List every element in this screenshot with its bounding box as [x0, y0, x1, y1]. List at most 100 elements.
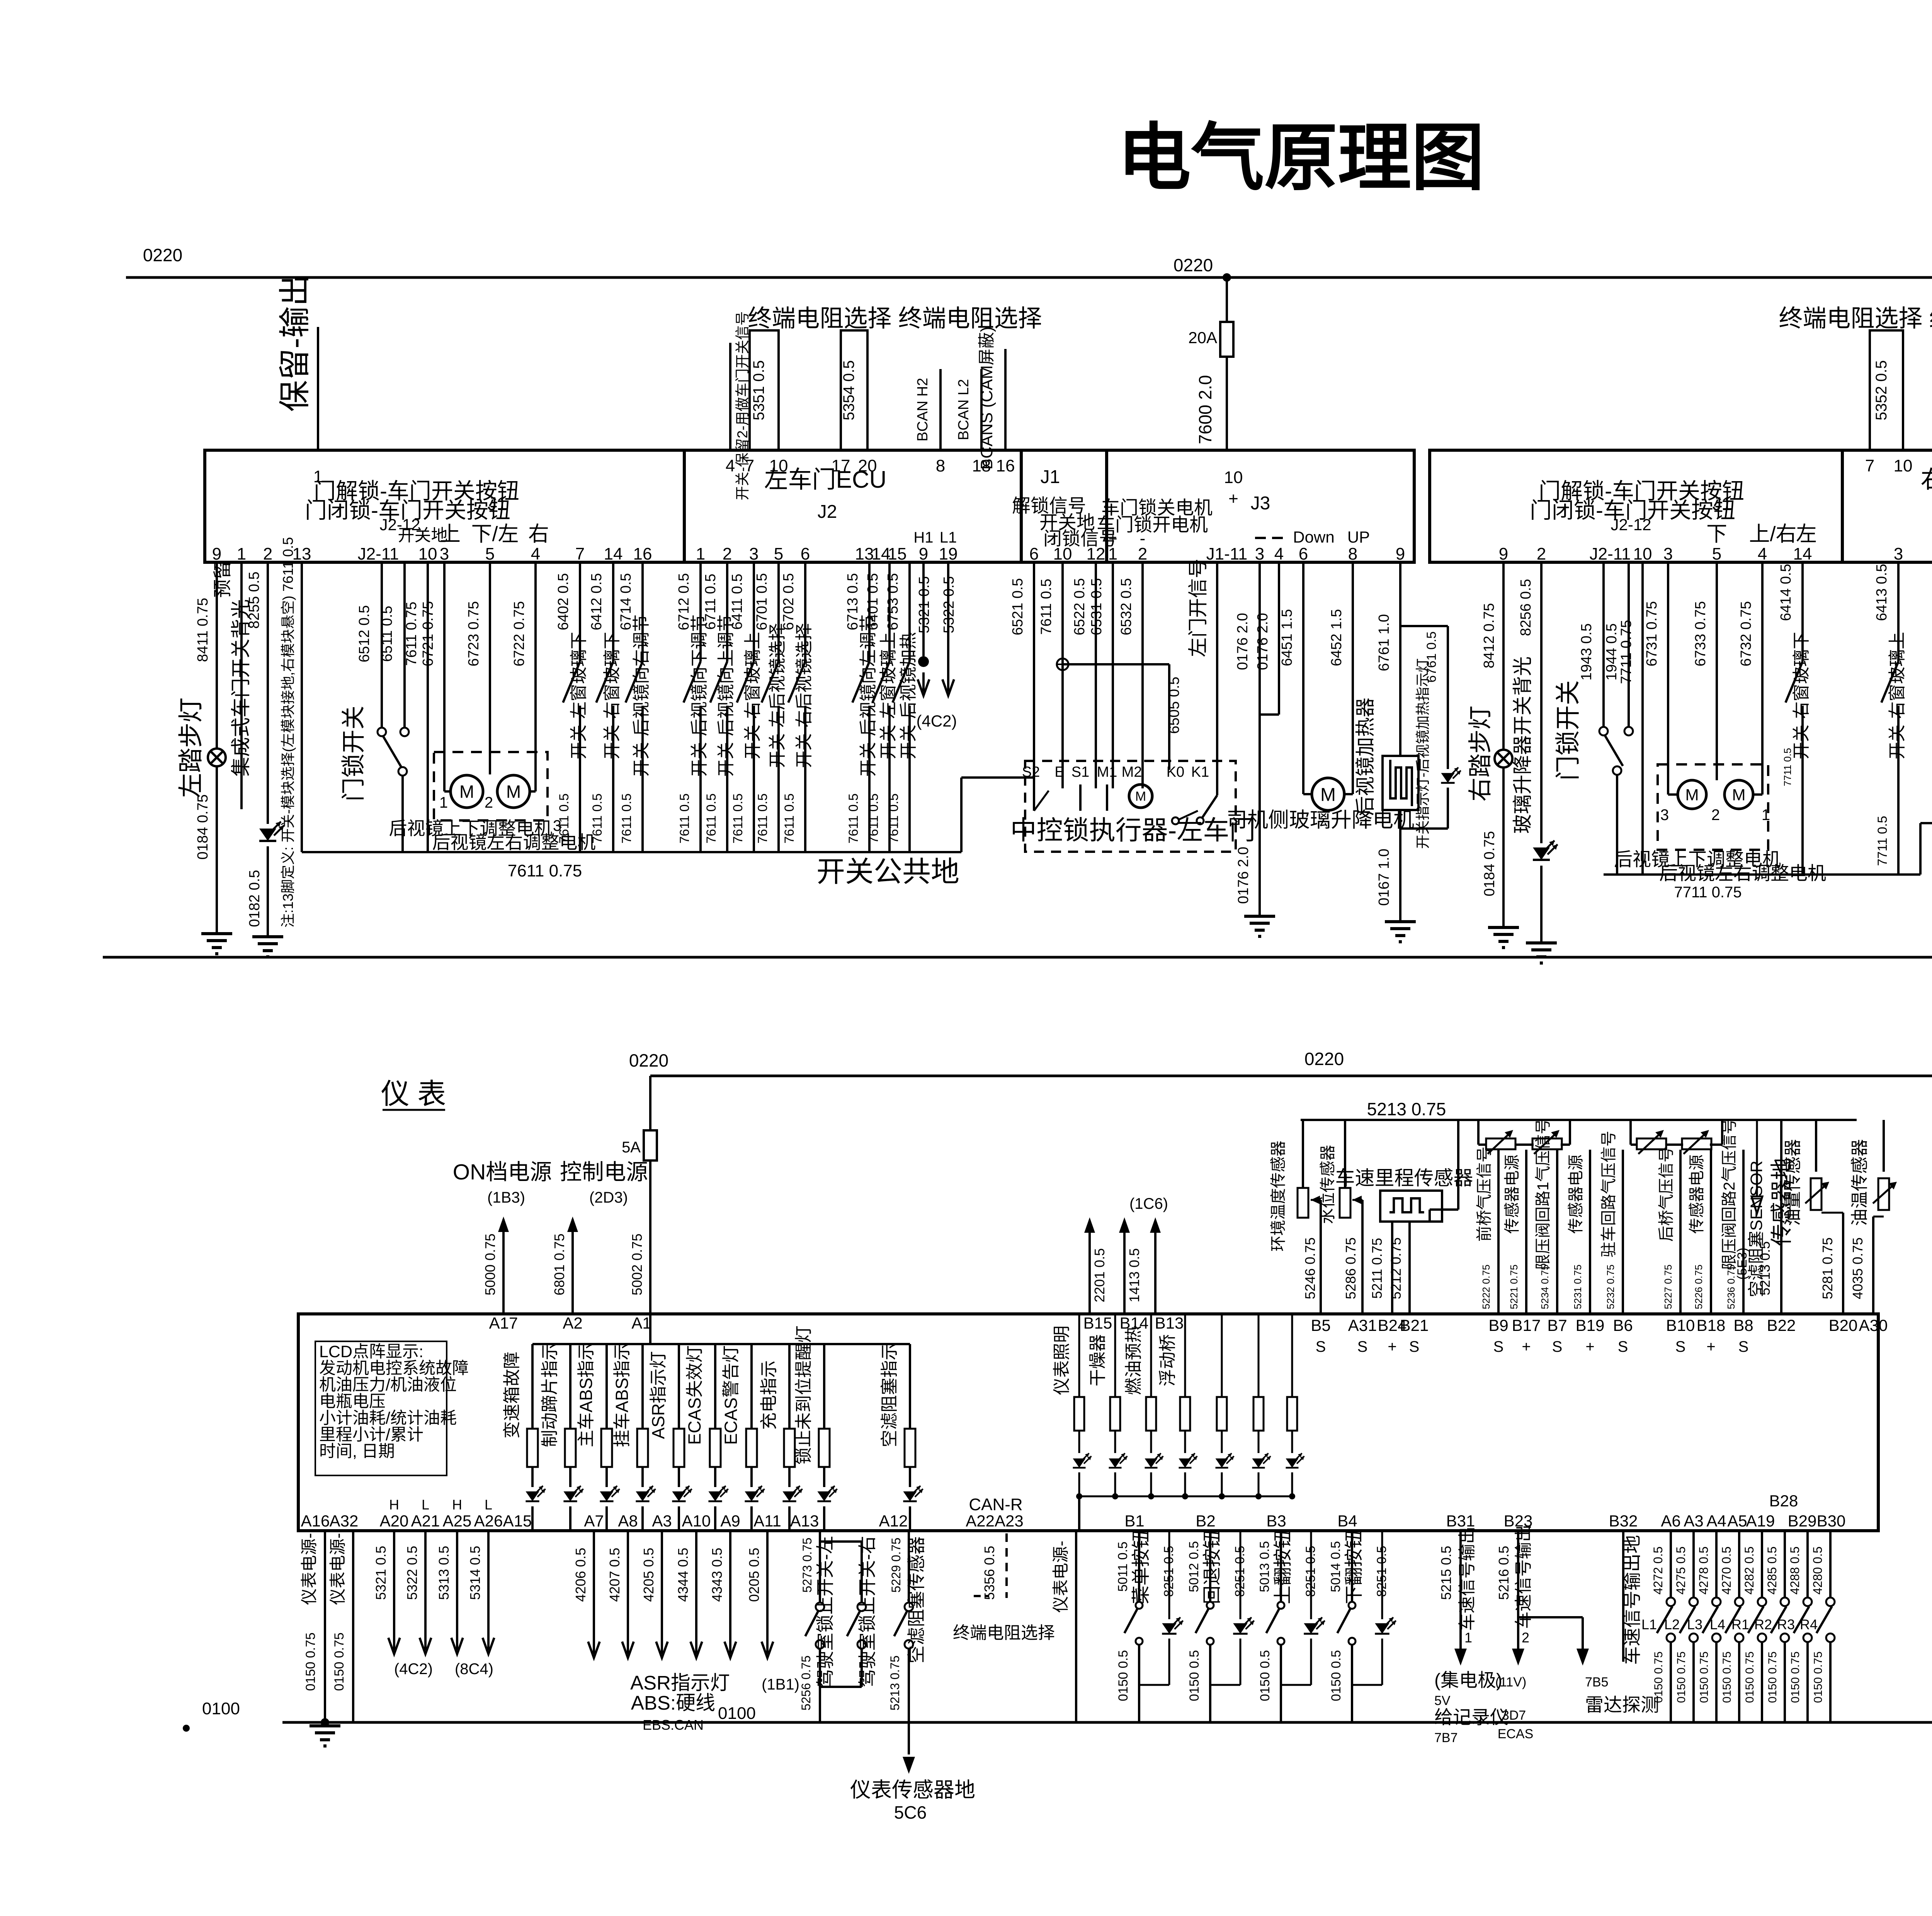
svg-text:后视镜上下调整电机: 后视镜上下调整电机 — [389, 818, 553, 839]
svg-text:前桥气压信号: 前桥气压信号 — [1475, 1147, 1493, 1242]
svg-text:车速信号输出: 车速信号输出 — [1514, 1525, 1533, 1629]
svg-text:7611 0.75: 7611 0.75 — [508, 861, 582, 880]
svg-text:后视镜左右调整电机: 后视镜左右调整电机 — [432, 832, 596, 853]
svg-text:J3: J3 — [1251, 493, 1270, 514]
svg-text:开关-后视镜向下调节: 开关-后视镜向下调节 — [689, 614, 709, 777]
svg-text:E: E — [1054, 764, 1064, 780]
svg-text:2: 2 — [723, 545, 732, 563]
svg-text:下: 下 — [1706, 522, 1727, 546]
svg-text:2201 0.5: 2201 0.5 — [1092, 1248, 1107, 1302]
svg-text:1: 1 — [439, 794, 448, 811]
svg-text:5321 0.5: 5321 0.5 — [916, 576, 932, 633]
svg-text:S: S — [1409, 1338, 1420, 1355]
svg-text:J2-11: J2-11 — [1590, 545, 1631, 563]
svg-text:5246 0.75: 5246 0.75 — [1302, 1237, 1318, 1299]
svg-text:5226 0.75: 5226 0.75 — [1693, 1264, 1704, 1309]
svg-text:4288 0.5: 4288 0.5 — [1788, 1547, 1802, 1595]
svg-text:15: 15 — [888, 545, 907, 563]
svg-text:5211 0.75: 5211 0.75 — [1369, 1238, 1385, 1298]
svg-text:5232 0.75: 5232 0.75 — [1605, 1264, 1616, 1309]
svg-text:A15: A15 — [503, 1512, 532, 1530]
svg-text:1943 0.5: 1943 0.5 — [1578, 623, 1595, 681]
svg-text:后桥气压信号: 后桥气压信号 — [1657, 1147, 1675, 1242]
svg-text:(2D3): (2D3) — [589, 1189, 628, 1206]
svg-text:1: 1 — [1762, 807, 1770, 824]
svg-text:0176 2.0: 0176 2.0 — [1255, 613, 1271, 670]
svg-text:6722 0.75: 6722 0.75 — [511, 601, 527, 666]
svg-text:开关公共地: 开关公共地 — [816, 856, 959, 888]
svg-text:4344 0.5: 4344 0.5 — [675, 1548, 691, 1602]
svg-text:车速里程传感器: 车速里程传感器 — [1335, 1167, 1473, 1189]
svg-text:B20: B20 — [1829, 1316, 1858, 1334]
svg-text:B29: B29 — [1788, 1512, 1817, 1530]
svg-text:J2-12: J2-12 — [379, 516, 420, 534]
svg-text:6451 1.5: 6451 1.5 — [1279, 609, 1295, 666]
svg-text:S: S — [1618, 1338, 1628, 1355]
svg-text:4207 0.5: 4207 0.5 — [607, 1548, 622, 1602]
svg-text:UP: UP — [1347, 528, 1370, 546]
svg-text:左踏步灯: 左踏步灯 — [177, 698, 205, 798]
svg-text:L: L — [485, 1497, 492, 1513]
svg-text:5002 0.75: 5002 0.75 — [629, 1234, 645, 1295]
svg-text:机油压力/机油液位: 机油压力/机油液位 — [319, 1376, 457, 1394]
svg-text:主车ABS指示: 主车ABS指示 — [576, 1343, 596, 1447]
svg-text:驾驶室锁止开关-左: 驾驶室锁止开关-左 — [815, 1536, 835, 1687]
svg-text:右: 右 — [528, 522, 549, 546]
svg-text:回退按钮: 回退按钮 — [1202, 1530, 1223, 1604]
svg-text:S: S — [1552, 1338, 1563, 1355]
svg-text:1: 1 — [237, 545, 246, 563]
svg-text:2: 2 — [1537, 545, 1546, 563]
svg-text:7B5: 7B5 — [1585, 1675, 1609, 1690]
svg-text:4272 0.5: 4272 0.5 — [1651, 1547, 1665, 1595]
svg-text:6761 1.0: 6761 1.0 — [1376, 614, 1392, 671]
svg-text:6411 0.5: 6411 0.5 — [729, 573, 745, 630]
svg-text:M: M — [1320, 784, 1336, 805]
svg-text:14: 14 — [1793, 545, 1812, 563]
svg-text:L1: L1 — [940, 529, 957, 546]
svg-text:仪表电源-: 仪表电源- — [300, 1533, 319, 1605]
svg-text:0150 0.75: 0150 0.75 — [1675, 1651, 1688, 1703]
svg-text:B30: B30 — [1817, 1512, 1846, 1530]
svg-text:A7: A7 — [584, 1512, 604, 1530]
svg-text:保留-输出: 保留-输出 — [277, 274, 313, 412]
svg-text:6723 0.75: 6723 0.75 — [466, 601, 482, 666]
svg-text:开关地: 开关地 — [398, 526, 448, 545]
svg-text:+: + — [1108, 531, 1117, 548]
svg-text:0220: 0220 — [1304, 1049, 1344, 1069]
svg-text:2: 2 — [1522, 1630, 1529, 1645]
svg-text:锁止未到位提醒灯: 锁止未到位提醒灯 — [794, 1326, 813, 1465]
svg-text:7711 0.75: 7711 0.75 — [1674, 884, 1742, 901]
svg-text:7: 7 — [575, 545, 585, 563]
svg-text:ASR指示灯: ASR指示灯 — [648, 1351, 668, 1439]
svg-text:4280 0.5: 4280 0.5 — [1811, 1547, 1825, 1595]
svg-text:B19: B19 — [1576, 1316, 1605, 1334]
svg-text:0184 0.75: 0184 0.75 — [195, 794, 211, 859]
svg-text:K1: K1 — [1191, 764, 1209, 780]
svg-text:LCD点阵显示:: LCD点阵显示: — [319, 1343, 423, 1361]
svg-text:1: 1 — [1108, 545, 1117, 563]
svg-text:驻车回路气压信号: 驻车回路气压信号 — [1600, 1131, 1617, 1257]
svg-text:6: 6 — [801, 545, 810, 563]
svg-text:B21: B21 — [1400, 1316, 1429, 1334]
svg-text:0150 0.5: 0150 0.5 — [1187, 1650, 1202, 1701]
svg-text:6801 0.75: 6801 0.75 — [551, 1234, 567, 1295]
svg-text:开关-保留2-用做车门开关信号: 开关-保留2-用做车门开关信号 — [735, 311, 750, 500]
svg-text:发动机电控系统故障: 发动机电控系统故障 — [319, 1359, 469, 1378]
svg-text:6401 0.5: 6401 0.5 — [865, 573, 881, 630]
svg-text:B10: B10 — [1666, 1316, 1695, 1334]
svg-text:+: + — [1522, 1338, 1531, 1355]
svg-text:3: 3 — [1663, 545, 1673, 563]
svg-text:充电指示: 充电指示 — [759, 1360, 779, 1430]
svg-text:下翻按钮: 下翻按钮 — [1344, 1530, 1364, 1604]
svg-text:A11: A11 — [753, 1512, 781, 1530]
svg-text:M: M — [506, 782, 521, 802]
svg-text:A4: A4 — [1706, 1512, 1726, 1530]
svg-text:5013 0.5: 5013 0.5 — [1257, 1541, 1272, 1592]
svg-text:+: + — [1706, 1338, 1715, 1355]
svg-text:A1: A1 — [631, 1314, 651, 1332]
svg-text:下/左: 下/左 — [471, 522, 519, 546]
svg-text:解锁信号: 解锁信号 — [1012, 496, 1086, 516]
svg-text:6505 0.5: 6505 0.5 — [1166, 677, 1182, 734]
svg-text:里程小计/累计: 里程小计/累计 — [319, 1426, 423, 1444]
svg-text:5000 0.75: 5000 0.75 — [482, 1234, 498, 1295]
